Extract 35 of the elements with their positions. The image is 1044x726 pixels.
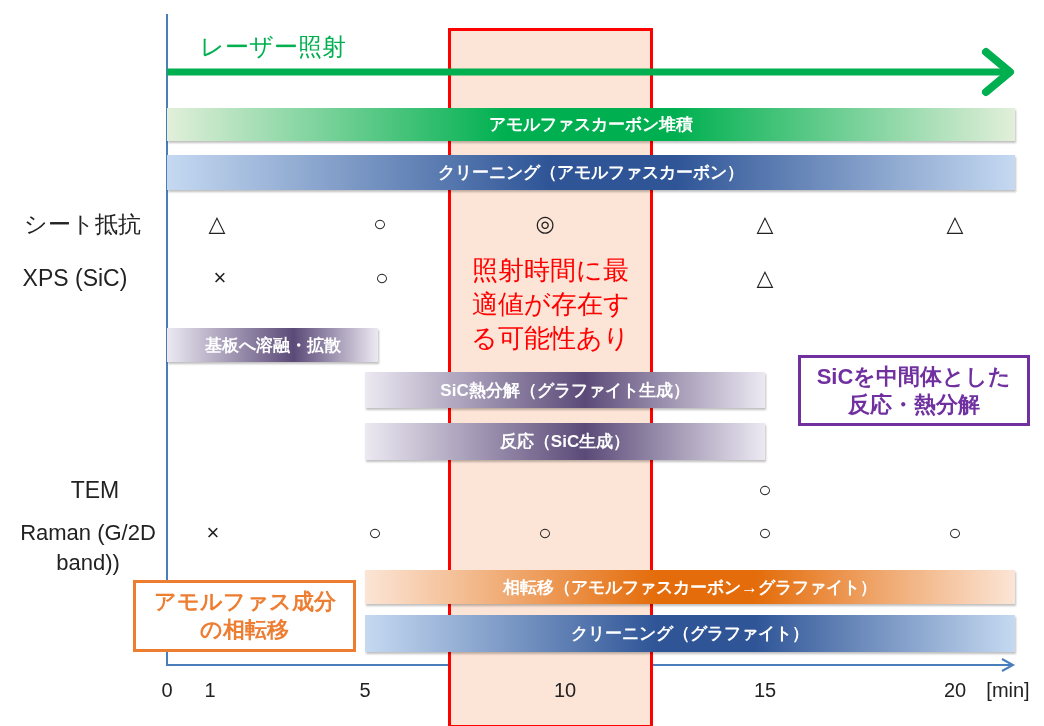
rating-symbol: ○ bbox=[538, 520, 552, 546]
rating-symbol: △ bbox=[208, 211, 226, 237]
rating-symbol: ○ bbox=[375, 265, 389, 291]
process-bar: 反応（SiC生成） bbox=[365, 423, 765, 460]
tick-label: 1 bbox=[204, 678, 216, 702]
tick-label: 10 bbox=[553, 678, 577, 702]
rating-symbol: ○ bbox=[368, 520, 382, 546]
arrow-label: レーザー照射 bbox=[200, 32, 346, 62]
rating-symbol: ◎ bbox=[535, 211, 555, 237]
tick-label: 5 bbox=[359, 678, 371, 702]
rating-symbol: △ bbox=[946, 211, 964, 237]
process-bar: アモルファスカーボン堆積 bbox=[167, 108, 1015, 141]
tick-label: 15 bbox=[753, 678, 777, 702]
rating-symbol: ○ bbox=[373, 211, 387, 237]
process-bar: クリーニング（アモルファスカーボン） bbox=[167, 155, 1015, 190]
note-box: アモルファス成分の相転移 bbox=[133, 580, 356, 652]
rating-symbol: △ bbox=[756, 265, 774, 291]
rating-symbol: × bbox=[206, 520, 220, 546]
rating-symbol: × bbox=[213, 265, 227, 291]
row-label: TEM bbox=[70, 476, 120, 504]
row-label: シート抵抗 bbox=[23, 209, 141, 239]
process-bar: SiC熱分解（グラファイト生成） bbox=[365, 372, 765, 408]
unit-label: [min] bbox=[986, 678, 1030, 702]
row-label: XPS (SiC) bbox=[22, 264, 128, 292]
row-label: Raman (G/2D band)) bbox=[19, 519, 157, 577]
note-box: SiCを中間体とした反応・熱分解 bbox=[798, 355, 1030, 426]
tick-label: 0 bbox=[161, 678, 173, 702]
process-bar: 相転移（アモルファスカーボン→グラファイト） bbox=[365, 570, 1015, 604]
process-bar: クリーニング（グラファイト） bbox=[365, 615, 1015, 652]
rating-symbol: ○ bbox=[758, 477, 772, 503]
tick-label: 20 bbox=[943, 678, 967, 702]
rating-symbol: ○ bbox=[948, 520, 962, 546]
process-bar: 基板へ溶融・拡散 bbox=[167, 328, 378, 362]
rating-symbol: △ bbox=[756, 211, 774, 237]
rating-symbol: ○ bbox=[758, 520, 772, 546]
